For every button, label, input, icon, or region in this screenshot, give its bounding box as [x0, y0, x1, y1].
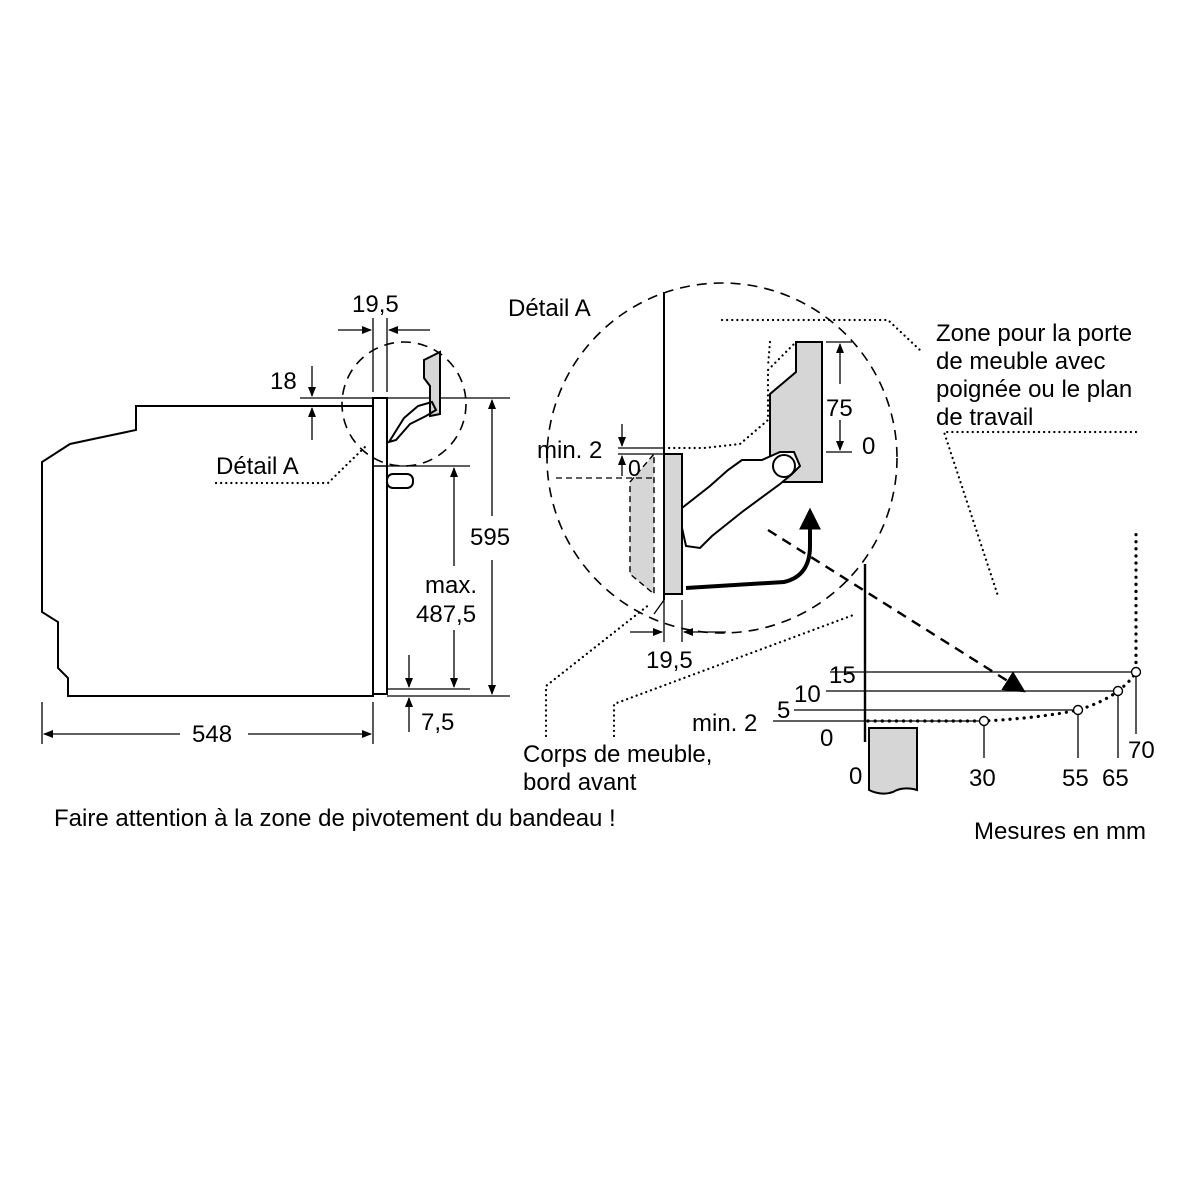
graph-y-label-0: 0 — [820, 725, 833, 752]
dim-0-right-label: 0 — [862, 433, 875, 460]
graph-x-label-55: 55 — [1062, 765, 1089, 792]
door-top-dotted — [766, 340, 772, 368]
zone-text-line1: Zone pour la porte — [936, 320, 1132, 347]
hinge-arm — [681, 451, 802, 550]
graph-y-label-15: 15 — [829, 662, 856, 689]
dim-max-value-label: 487,5 — [416, 601, 476, 628]
graph-y-label-5: 5 — [777, 697, 790, 724]
hinge-pivot — [772, 454, 796, 478]
graph-point-70 — [1130, 666, 1142, 678]
dim-min2-label: min. 2 — [537, 437, 602, 464]
detail-a-ref-label: Détail A — [216, 453, 299, 480]
cabinet-body-line2: bord avant — [523, 769, 637, 796]
clearance-graph: 15 10 5 min. 2 0 0 30 55 65 70 — [692, 528, 1155, 795]
oven-front-panel — [372, 397, 388, 695]
dim-7-5-label: 7,5 — [421, 709, 454, 736]
dim-595-label: 595 — [470, 524, 510, 551]
dim-548-label: 548 — [192, 721, 232, 748]
zone-leader-top — [720, 318, 924, 354]
cabinet-body-annotation: Corps de meuble, bord avant — [523, 602, 858, 796]
zone-annotation: Zone pour la porte de meuble avec poigné… — [720, 318, 1138, 598]
graph-point-30 — [978, 715, 990, 727]
detail-a-view: Détail A 75 0 min. 2 0 — [508, 282, 898, 674]
rotation-arrow — [685, 507, 821, 590]
cabinet-leader-1 — [544, 602, 652, 738]
dim-max-label: max. — [425, 572, 477, 599]
graph-clearance-curve — [866, 530, 1138, 723]
zone-text-line2: de meuble avec — [936, 348, 1105, 375]
oven-side-view: 19,5 18 Détail A 595 max. 487,5 7,5 548 — [41, 291, 510, 748]
dim-75-label: 75 — [826, 395, 853, 422]
cabinet-body-line1: Corps de meuble, — [523, 741, 712, 768]
zone-text-line4: de travail — [936, 404, 1033, 431]
dim-width-top-label: 19,5 — [352, 291, 399, 318]
graph-x-label-65: 65 — [1102, 765, 1129, 792]
detail-a-circle-small — [341, 341, 467, 467]
graph-x-label-70: 70 — [1128, 737, 1155, 764]
cabinet-leader-2 — [612, 612, 858, 738]
graph-point-55 — [1072, 704, 1084, 716]
pivoted-panel-ghost — [629, 452, 655, 596]
zone-text-line3: poignée ou le plan — [936, 376, 1132, 403]
oven-body-outline — [41, 405, 374, 697]
zone-leader-bottom — [942, 430, 1138, 598]
graph-x-label-0: 0 — [849, 763, 862, 790]
oven-panel-section — [663, 453, 683, 595]
oven-knob — [386, 473, 414, 489]
warning-note: Faire attention à la zone de pivotement … — [54, 805, 616, 832]
small-panel-shape — [423, 350, 441, 418]
detail-a-title: Détail A — [508, 295, 591, 322]
graph-y-label-min2: min. 2 — [692, 710, 757, 737]
graph-x-label-30: 30 — [969, 765, 996, 792]
cabinet-edge-tail — [653, 599, 665, 615]
detail-a-circle-large — [546, 282, 898, 634]
detail-a-leader — [214, 444, 368, 485]
dim-18-label: 18 — [270, 368, 297, 395]
graph-y-label-10: 10 — [794, 681, 821, 708]
units-note: Mesures en mm — [974, 818, 1146, 845]
graph-point-65 — [1112, 685, 1124, 697]
dim-0-left-label: 0 — [628, 455, 641, 481]
dim-19-5-bottom-label: 19,5 — [646, 647, 693, 674]
small-hinge-shape — [386, 400, 438, 444]
graph-cabinet-block — [868, 727, 918, 795]
